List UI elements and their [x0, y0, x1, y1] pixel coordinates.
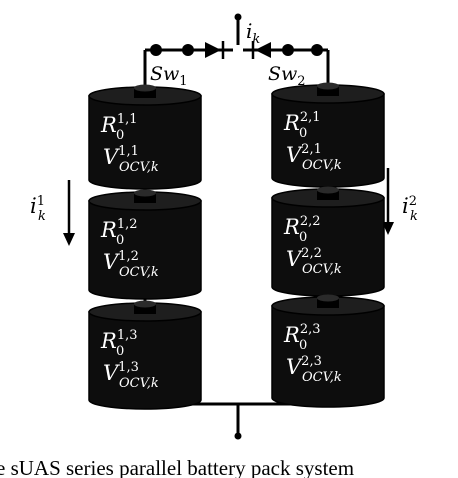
cell-terminal-top [317, 82, 339, 90]
cell-body [88, 200, 202, 300]
cell-body [271, 93, 385, 188]
input-current-label: ik [246, 19, 260, 47]
cell-terminal-top [317, 294, 339, 302]
switch-1-label: Sw1 [150, 63, 188, 89]
switch-1 [150, 44, 194, 56]
switch-2 [282, 44, 323, 56]
cell-body [271, 305, 385, 408]
cell-terminal [317, 298, 339, 308]
cell-terminal [134, 88, 156, 98]
cell-terminal-top [134, 189, 156, 197]
output-terminal [234, 432, 242, 440]
cell-terminal-top [317, 186, 339, 194]
diode-1 [205, 41, 225, 59]
cell-terminal [317, 190, 339, 200]
input-terminal [234, 13, 242, 21]
diode-2 [251, 41, 271, 59]
branch-2-current-arrow [382, 168, 394, 235]
switch-2-label: Sw2 [268, 63, 306, 89]
cell-body [88, 311, 202, 410]
figure-caption: e sUAS series parallel battery pack syst… [0, 456, 354, 478]
cell-terminal [134, 193, 156, 203]
cell-terminal-top [134, 84, 156, 92]
cell-terminal [317, 86, 339, 96]
cell-terminal [134, 304, 156, 314]
cell-terminal-top [134, 300, 156, 308]
branch-1-current-arrow [63, 180, 75, 246]
cell-body [88, 95, 202, 190]
